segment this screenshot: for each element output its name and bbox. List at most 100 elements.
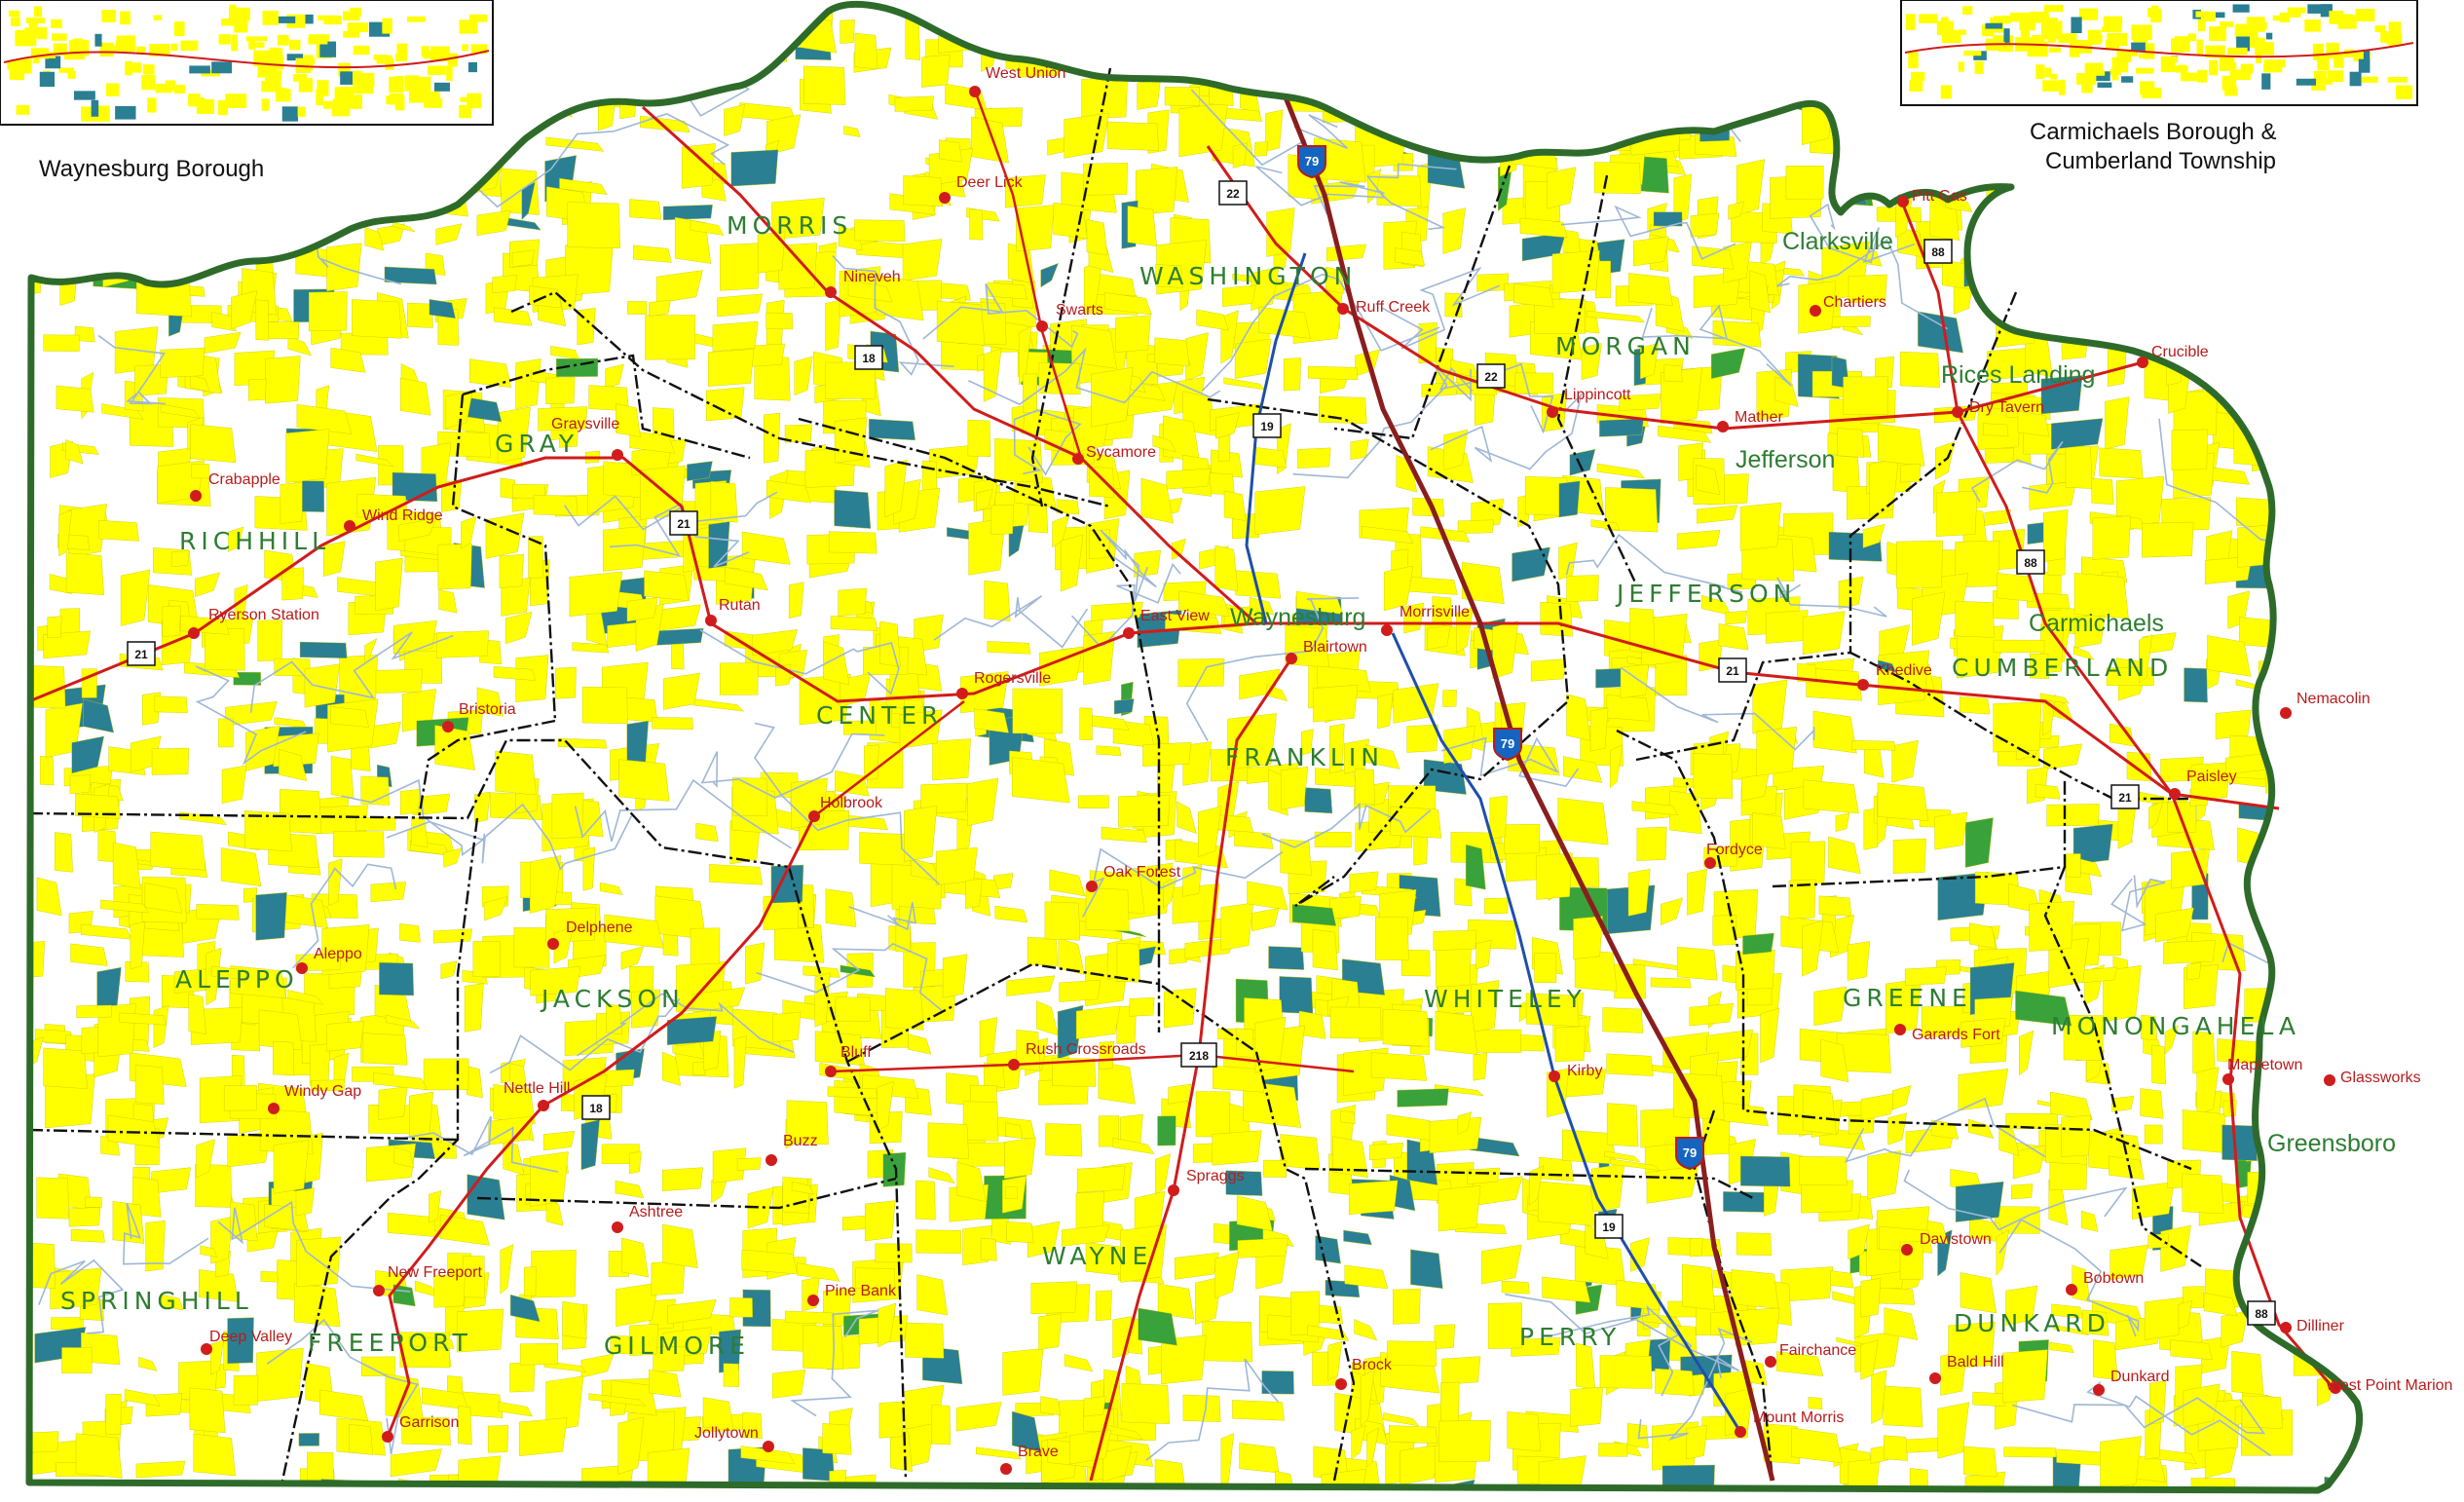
parcel — [51, 1317, 84, 1330]
stream — [489, 997, 681, 1074]
parcel — [2183, 1383, 2221, 1428]
parcel — [2297, 1028, 2343, 1048]
parcel — [233, 1374, 259, 1406]
parcel — [285, 429, 330, 483]
parcel — [2223, 322, 2275, 357]
inset-parcel — [262, 11, 279, 25]
parcel — [838, 587, 868, 617]
parcel — [695, 822, 719, 843]
route-shield-22a: 22 — [1218, 180, 1248, 206]
township-boundary — [462, 354, 751, 460]
parcel — [2342, 358, 2360, 397]
parcel — [1992, 241, 2027, 282]
parcel — [2061, 1115, 2091, 1157]
inset-parcel — [2329, 11, 2344, 24]
parcel — [616, 1282, 659, 1327]
inset-parcel — [2042, 80, 2061, 92]
parcel — [1049, 869, 1086, 897]
parcel — [1002, 1348, 1044, 1396]
parcel — [1329, 7, 1381, 39]
parcel — [588, 1393, 647, 1407]
svg-text:Blairtown: Blairtown — [1303, 639, 1367, 656]
parcel — [1040, 1396, 1062, 1416]
parcel — [2322, 319, 2351, 363]
parcel — [559, 177, 608, 195]
inset-parcel — [173, 21, 185, 37]
parcel — [1261, 1371, 1294, 1395]
parcel — [364, 638, 378, 664]
parcel — [2011, 231, 2054, 246]
parcel — [1151, 45, 1197, 63]
parcel — [706, 387, 745, 422]
place-khedive: Khedive — [1857, 662, 1932, 691]
parcel — [2285, 739, 2317, 782]
parcel — [692, 1062, 706, 1075]
parcel — [326, 243, 362, 292]
parcel — [1273, 252, 1288, 271]
svg-text:21: 21 — [134, 648, 148, 661]
township-boundary — [1635, 651, 2191, 801]
parcel — [1566, 694, 1591, 741]
parcel — [2040, 375, 2083, 415]
inset-parcel — [373, 55, 389, 60]
parcel — [1223, 490, 1247, 521]
parcel — [607, 621, 642, 648]
stream — [574, 778, 793, 849]
parcel — [311, 1079, 345, 1092]
inset-parcel — [1909, 79, 1923, 92]
parcel — [1461, 562, 1505, 604]
parcel — [1484, 897, 1509, 915]
parcel — [702, 1397, 734, 1432]
parcel — [1756, 727, 1797, 776]
inset-parcel — [101, 9, 117, 22]
parcel — [2258, 1197, 2299, 1239]
parcel — [655, 627, 704, 646]
inset-parcel — [33, 6, 43, 18]
parcel — [273, 1040, 295, 1076]
parcel — [145, 1220, 166, 1272]
parcel — [2349, 983, 2360, 1034]
parcel — [65, 552, 104, 595]
parcel — [1790, 841, 1826, 885]
parcel — [160, 1294, 184, 1311]
parcel — [710, 481, 738, 523]
route-shield-88b: 88 — [2016, 549, 2045, 575]
township-boundary — [1304, 1167, 1754, 1200]
parcel — [508, 18, 538, 52]
parcel — [221, 765, 247, 804]
parcel — [709, 864, 763, 885]
parcel — [1538, 1455, 1587, 1490]
inset-parcel — [141, 74, 156, 91]
parcel — [2335, 1485, 2351, 1490]
parcel — [2122, 238, 2157, 262]
parcel — [2276, 967, 2326, 997]
parcel — [2349, 218, 2360, 251]
inset-parcel — [2044, 67, 2052, 78]
parcel — [355, 453, 394, 468]
parcel — [1692, 245, 1734, 270]
parcel — [1558, 480, 1581, 518]
parcel — [1984, 509, 2011, 526]
parcel — [237, 1483, 266, 1490]
inset-parcel — [2219, 56, 2235, 71]
inset-parcel — [30, 48, 49, 59]
parcel — [524, 1266, 537, 1296]
parcel — [500, 1244, 514, 1295]
parcel — [1511, 1337, 1561, 1357]
parcel — [604, 914, 664, 949]
inset-parcel — [225, 94, 247, 108]
parcel — [218, 718, 234, 748]
parcel — [935, 846, 978, 885]
parcel — [495, 750, 537, 796]
parcel — [1808, 1397, 1823, 1410]
parcel — [1736, 1232, 1772, 1257]
parcel — [436, 630, 490, 658]
parcel — [1027, 1220, 1061, 1258]
inset-parcel — [39, 71, 56, 88]
parcel — [2081, 197, 2124, 229]
inset-parcel — [462, 44, 468, 52]
parcel — [823, 641, 850, 686]
place-davistown: Davistown — [1901, 1231, 1992, 1256]
place-drytavern: Dry Tavern — [1952, 399, 2044, 418]
inset-parcel — [11, 17, 20, 27]
